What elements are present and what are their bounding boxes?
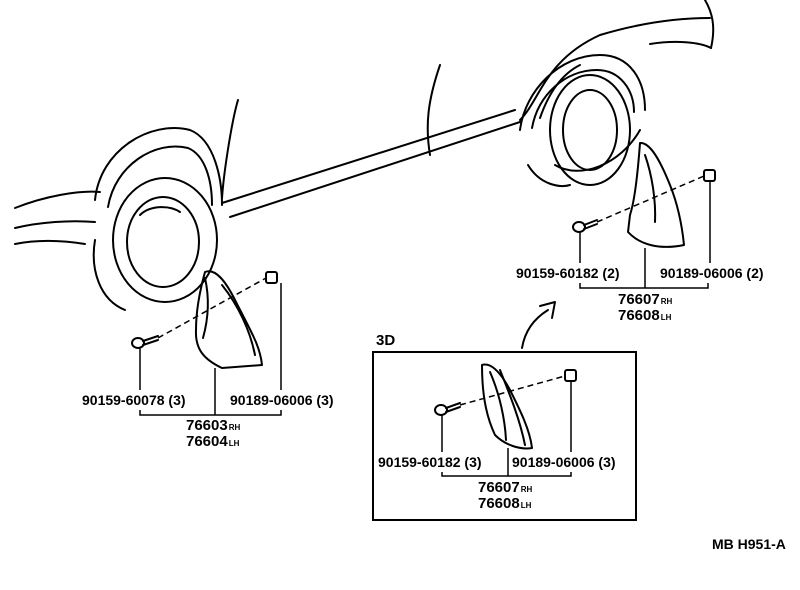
rear-flap-rh-side: RH bbox=[660, 297, 673, 306]
inset-screw-shape bbox=[434, 402, 461, 416]
rear-screw-part: 90159-60182 bbox=[516, 265, 599, 281]
inset-flap-rh-part: 76607 bbox=[478, 479, 520, 496]
inset-leaders bbox=[441, 381, 572, 477]
inset-clip-label: 90189-06006 (3) bbox=[512, 454, 616, 470]
rear-screw-qty: (2) bbox=[602, 265, 620, 281]
front-wheel bbox=[92, 127, 223, 311]
front-clip-label: 90189-06006 (3) bbox=[230, 392, 334, 408]
inset-pointer-arrow bbox=[521, 301, 556, 349]
front-screw-label: 90159-60078 (3) bbox=[82, 392, 186, 408]
inset-flap-rh: 76607RH bbox=[478, 480, 532, 498]
front-screw-qty: (3) bbox=[168, 392, 186, 408]
rear-flap-lh: 76608LH bbox=[618, 308, 671, 326]
front-flap-rh-part: 76603 bbox=[186, 417, 228, 434]
inset-mudflap-shape bbox=[481, 363, 533, 450]
inset-title: 3D bbox=[376, 332, 396, 349]
inset-clip-part: 90189-06006 bbox=[512, 454, 595, 470]
front-leaders bbox=[139, 283, 282, 416]
front-clip-part: 90189-06006 bbox=[230, 392, 313, 408]
inset-screw-qty: (3) bbox=[464, 454, 482, 470]
rear-clip-shape bbox=[703, 169, 716, 182]
inset-flap-lh: 76608LH bbox=[478, 496, 531, 514]
rear-assembly-line bbox=[596, 175, 705, 223]
rear-screw-shape bbox=[572, 219, 598, 233]
front-clip-shape bbox=[265, 271, 278, 284]
rear-leaders bbox=[579, 181, 711, 289]
front-flap-rh: 76603RH bbox=[186, 418, 240, 436]
rear-flap-lh-part: 76608 bbox=[618, 307, 660, 324]
inset-screw-label: 90159-60182 (3) bbox=[378, 454, 482, 470]
inset-flap-rh-side: RH bbox=[520, 485, 533, 494]
inset-flap-lh-part: 76608 bbox=[478, 495, 520, 512]
inset-clip-qty: (3) bbox=[598, 454, 616, 470]
rear-flap-lh-side: LH bbox=[660, 313, 672, 322]
rear-clip-part: 90189-06006 bbox=[660, 265, 743, 281]
front-flap-lh-part: 76604 bbox=[186, 433, 228, 450]
rear-flap-rh: 76607RH bbox=[618, 292, 672, 310]
front-flap-rh-side: RH bbox=[228, 423, 241, 432]
front-flap-lh-side: LH bbox=[228, 439, 240, 448]
inset-flap-lh-side: LH bbox=[520, 501, 532, 510]
front-screw-part: 90159-60078 bbox=[82, 392, 165, 408]
front-clip-qty: (3) bbox=[316, 392, 334, 408]
rear-flap-rh-part: 76607 bbox=[618, 291, 660, 308]
inset-screw-part: 90159-60182 bbox=[378, 454, 461, 470]
rear-clip-qty: (2) bbox=[746, 265, 764, 281]
car-body-outline bbox=[14, 0, 715, 245]
front-screw-shape bbox=[131, 335, 159, 349]
front-mudflap-shape bbox=[194, 270, 263, 369]
rear-screw-label: 90159-60182 (2) bbox=[516, 265, 620, 281]
rear-wheel bbox=[519, 54, 646, 187]
rear-mudflap-shape bbox=[627, 142, 685, 248]
front-flap-lh: 76604LH bbox=[186, 434, 239, 452]
rear-clip-label: 90189-06006 (2) bbox=[660, 265, 764, 281]
front-assembly-line bbox=[157, 277, 267, 339]
inset-assembly-line bbox=[459, 375, 566, 406]
inset-frame bbox=[372, 351, 637, 521]
figure-code: MB H951-A bbox=[712, 536, 786, 552]
